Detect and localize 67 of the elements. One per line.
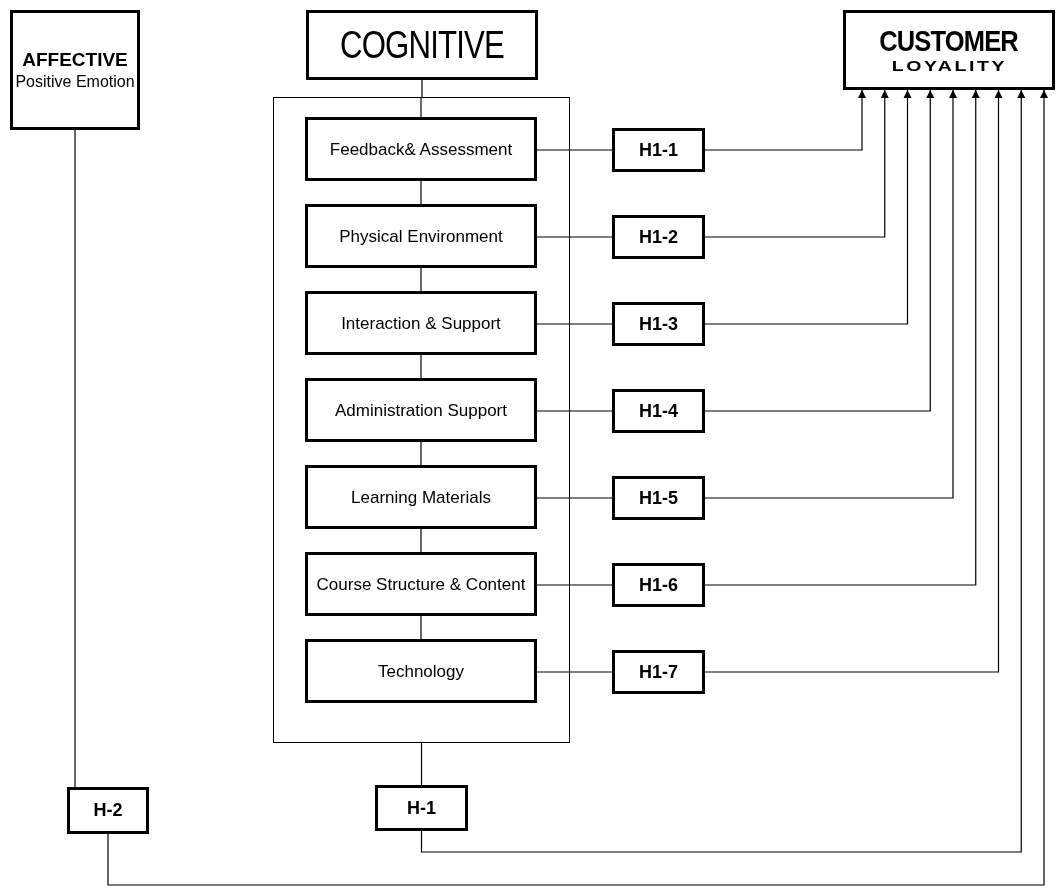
connector-line — [420, 96, 422, 118]
box-label: AFFECTIVE — [22, 48, 128, 72]
connector-line — [536, 149, 613, 151]
connector-line — [420, 742, 423, 786]
hypothesis-box — [375, 785, 468, 831]
box-label: H1-5 — [639, 487, 678, 509]
connector-line — [420, 267, 422, 292]
arrow — [704, 89, 1003, 673]
hypothesis-box — [612, 302, 705, 346]
arrow — [704, 89, 912, 325]
box-label: Administration Support — [335, 399, 507, 421]
hypothesis-box — [612, 389, 705, 433]
box-label: H1-7 — [639, 661, 678, 683]
hypothesis-box — [612, 650, 705, 694]
dimension-box — [305, 117, 537, 181]
box-label: Course Structure & Content — [316, 573, 526, 595]
hypothesis-box — [612, 563, 705, 607]
connector-line — [536, 236, 613, 238]
arrow — [704, 89, 935, 412]
connector-line — [420, 441, 422, 466]
box-label: Learning Materials — [351, 486, 491, 508]
dimension-box — [305, 291, 537, 355]
category-box — [10, 10, 140, 130]
box-label: H1-2 — [639, 226, 678, 248]
box-label: H1-6 — [639, 574, 678, 596]
box-label: H-1 — [407, 797, 436, 819]
arrow — [107, 89, 1048, 886]
connector-line — [420, 528, 422, 553]
dimension-box — [305, 639, 537, 703]
arrow — [704, 89, 957, 499]
box-subtitle: Positive Emotion — [15, 72, 135, 92]
connector-line — [536, 671, 613, 673]
arrow — [704, 89, 889, 238]
box-subtitle: LOYALITY — [891, 57, 1007, 75]
dimension-box — [305, 378, 537, 442]
outcome-box — [843, 10, 1055, 90]
connector-line — [420, 180, 422, 205]
category-box — [306, 10, 538, 80]
dimension-box — [305, 465, 537, 529]
box-label: H1-4 — [639, 400, 678, 422]
hypothesis-box — [612, 128, 705, 172]
box-label: H1-1 — [639, 139, 678, 161]
box-label: CUSTOMER — [879, 25, 1019, 57]
connector-line — [420, 354, 422, 379]
connector-line — [536, 410, 613, 412]
box-label: H-2 — [93, 800, 123, 821]
arrow — [704, 89, 980, 586]
box-label: COGNITIVE — [340, 24, 504, 66]
connector-line — [421, 79, 423, 98]
connector-line — [74, 129, 76, 788]
connector-line — [420, 615, 422, 640]
arrow — [420, 89, 1026, 853]
box-label: Feedback& Assessment — [329, 138, 513, 160]
box-label: Physical Environment — [339, 225, 503, 247]
box-label: Interaction & Support — [341, 312, 501, 334]
connector-line — [536, 323, 613, 325]
hypothesis-box — [612, 476, 705, 520]
group-frame — [273, 97, 570, 743]
hypothesis-box — [612, 215, 705, 259]
connector-line — [536, 584, 613, 586]
connector-line — [536, 497, 613, 499]
box-label: H1-3 — [639, 313, 678, 335]
dimension-box — [305, 552, 537, 616]
arrow — [704, 89, 866, 151]
dimension-box — [305, 204, 537, 268]
hypothesis-box — [67, 787, 149, 834]
box-label: Technology — [378, 660, 464, 682]
